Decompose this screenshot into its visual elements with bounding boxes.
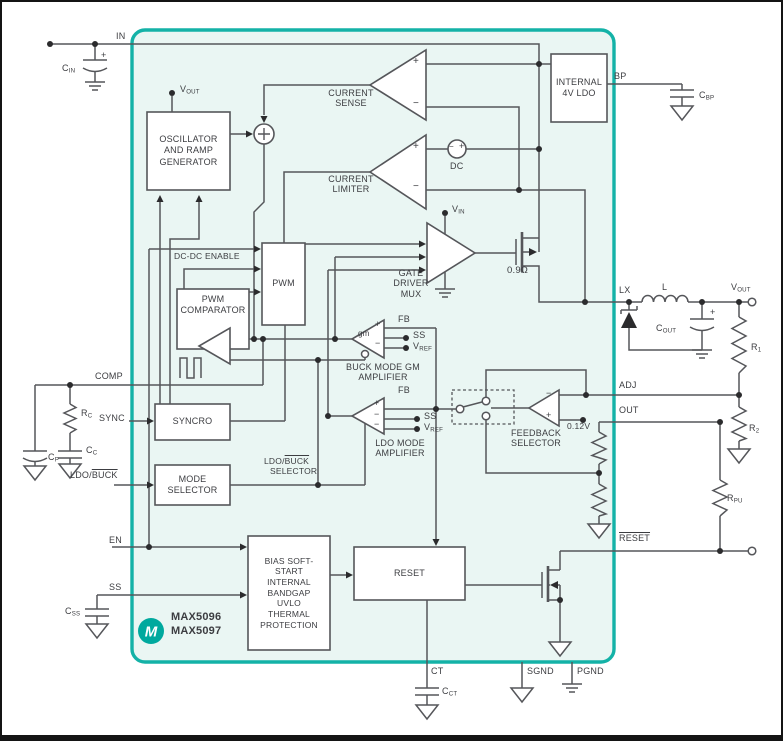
pwm-block	[261, 242, 306, 326]
gate-driver-mux-amp	[426, 221, 477, 285]
mosfets	[515, 232, 550, 602]
resistor-divider-top	[589, 431, 608, 465]
triangle-ground-icons	[22, 105, 752, 721]
gm-inverting-bubble	[360, 349, 370, 359]
osc-block	[146, 111, 231, 191]
schottky-diode-icon	[621, 312, 637, 328]
capacitor-curved-plates	[22, 67, 715, 463]
reset-block	[353, 546, 466, 601]
bias-block	[247, 535, 331, 651]
feedback-switch-box	[451, 389, 515, 425]
feedback-selector-amp	[527, 388, 560, 428]
wiring	[22, 43, 748, 705]
maxim-logo: M	[138, 618, 164, 644]
pulse-icon-2	[179, 357, 202, 379]
vout-terminal	[747, 297, 757, 307]
switch-contact-common	[455, 404, 465, 414]
current-sense-amp	[368, 48, 427, 122]
dc-source	[447, 139, 467, 159]
syncro-block	[154, 403, 231, 441]
resistor-rc	[62, 403, 78, 434]
internal-ldo-block	[550, 53, 608, 123]
summing-plus-icon	[258, 128, 270, 140]
resistor-rpu	[711, 479, 729, 517]
junction-dots	[47, 41, 742, 603]
buck-gm-amp	[350, 318, 385, 360]
schottky-bar	[620, 306, 638, 314]
pwm-comparator-amp	[197, 326, 231, 366]
arrowheads	[147, 116, 558, 599]
switch-contact-divider	[481, 411, 491, 421]
inductor-l	[641, 294, 689, 303]
maxim-logo-m: M	[145, 624, 158, 641]
resistor-r1	[730, 316, 748, 374]
earth-ground-icon	[85, 81, 712, 693]
resistor-r2	[730, 406, 748, 442]
ldo-mode-amp	[350, 396, 385, 436]
resistor-divider-bottom	[590, 483, 609, 517]
current-limiter-amp	[368, 133, 427, 211]
open-terminals	[360, 297, 757, 556]
mode-selector-block	[154, 464, 231, 506]
reset-terminal	[747, 546, 757, 556]
switch-contact-adj	[481, 396, 491, 406]
capacitor-plates	[23, 59, 714, 696]
